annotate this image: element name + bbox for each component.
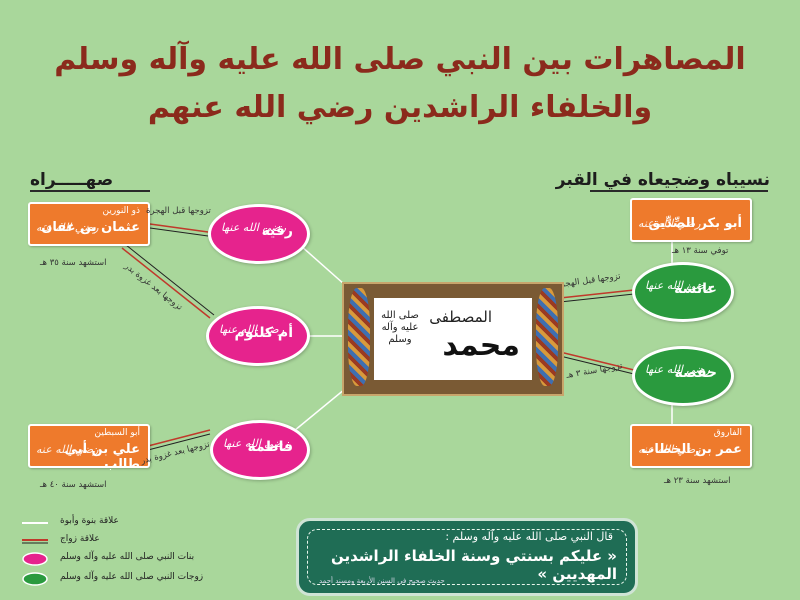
oval-name: حفصة [674, 365, 717, 381]
marriage-line-hafsa [559, 351, 635, 375]
section-title-sons-in-law: صهـــــراه [30, 170, 114, 190]
red-line-icon [22, 539, 48, 544]
page-title-line1: المصاهرات بين النبي صلى الله عليه وآله و… [54, 42, 746, 77]
honorific-signature-icon: رضي الله عنه [638, 217, 701, 230]
daughter-oval-fatima[interactable]: فاطمة رضي الله عنها [210, 420, 310, 480]
legend-text: بنات النبي صلى الله عليه وآله وسلم [60, 552, 195, 562]
person-name: علي بن أبي طالب [64, 442, 140, 472]
marriage-line-ruqayya-uthman [149, 223, 209, 237]
relation-label-ruqayya: تزوجها قبل الهجرة [146, 206, 211, 216]
honorific-signature-icon: رضي الله عنها [645, 363, 711, 376]
daughter-oval-ruqayya[interactable]: رقية رضي الله عنها [208, 204, 310, 264]
death-umar: استشهد سنة ٢٣ هـ [664, 476, 731, 486]
honorific-signature-icon: رضي الله عنها [645, 279, 711, 292]
green-oval-icon [22, 572, 48, 586]
person-label: الفاروق [713, 428, 742, 438]
oval-name: رقية [261, 223, 293, 239]
wife-oval-hafsa[interactable]: حفصة رضي الله عنها [632, 346, 734, 406]
oval-name: فاطمة [247, 439, 294, 455]
legend-text: علاقة زواج [60, 534, 100, 544]
legend-text: زوجات النبي صلى الله عليه وآله وسلم [60, 572, 204, 582]
center-inner-panel: المصطفى محمد صلى الله عليه وآله وسلم [372, 296, 534, 382]
ornament-left-icon [348, 288, 370, 386]
center-name: محمد [442, 328, 520, 363]
honorific-signature-icon: رضي الله عنه [36, 443, 99, 456]
honorific-signature-icon: رضي الله عنها [219, 323, 285, 336]
person-uthman[interactable]: ذو النورين عثمان بن عفان رضي الله عنه [28, 202, 150, 246]
honorific-signature-icon: رضي الله عنه [638, 443, 701, 456]
oval-name: أم كلثوم [234, 325, 293, 341]
person-label: أبو السبطين [94, 428, 140, 438]
marriage-line-umm-kulthum-uthman [121, 244, 215, 319]
pink-oval-icon [22, 552, 48, 566]
oval-name: عائشة [674, 281, 717, 297]
hadith-inner-border [307, 529, 627, 585]
legend-text: علاقة بنوة وأبوة [60, 516, 119, 526]
center-salutation: صلى الله عليه وآله وسلم [381, 310, 419, 345]
hadith-intro: قال النبي صلى الله عليه وآله وسلم : [445, 530, 613, 543]
person-ali[interactable]: أبو السبطين علي بن أبي طالب رضي الله عنه [28, 424, 150, 472]
hadith-box: قال النبي صلى الله عليه وآله وسلم : « عل… [296, 518, 638, 596]
section-underline-left [30, 190, 150, 192]
marriage-line-aisha [559, 289, 635, 303]
person-abubakr[interactable]: أبو بكر الصِّدِّيق رضي الله عنه [630, 198, 752, 242]
person-name: أبو بكر الصِّدِّيق [648, 216, 742, 231]
honorific-signature-icon: رضي الله عنها [223, 437, 289, 450]
martyrdom-uthman: استشهد سنة ٣٥ هـ [40, 258, 107, 268]
daughter-oval-umm-kulthum[interactable]: أم كلثوم رضي الله عنها [206, 306, 310, 366]
death-abubakr: توفي سنة ١٣ هـ [672, 246, 729, 256]
center-title: المصطفى [429, 308, 492, 326]
page-title-line2: والخلفاء الراشدين رضي الله عنهم [147, 90, 653, 125]
person-name: عثمان بن عفان [41, 220, 140, 235]
white-line-icon [22, 522, 48, 524]
person-name: عمر بن الخطاب [641, 442, 742, 457]
honorific-signature-icon: رضي الله عنه [36, 221, 99, 234]
martyrdom-ali: استشهد سنة ٤٠ هـ [40, 480, 107, 490]
honorific-signature-icon: رضي الله عنها [221, 221, 287, 234]
hadith-source: حديث صحيح في السنن الأربعة ومسند أحمد [319, 577, 445, 585]
section-underline-right [590, 190, 768, 192]
hadith-text: « عليكم بسنتي وسنة الخلفاء الراشدين المه… [331, 547, 617, 583]
person-umar[interactable]: الفاروق عمر بن الخطاب رضي الله عنه [630, 424, 752, 468]
ornament-right-icon [536, 288, 558, 386]
wife-oval-aisha[interactable]: عائشة رضي الله عنها [632, 262, 734, 322]
person-label: ذو النورين [102, 206, 140, 216]
marriage-line-fatima-ali [147, 429, 211, 451]
section-title-fathers-in-law: نسيباه وضجيعاه في القبر [555, 170, 770, 190]
center-prophet-frame: المصطفى محمد صلى الله عليه وآله وسلم [342, 282, 564, 396]
